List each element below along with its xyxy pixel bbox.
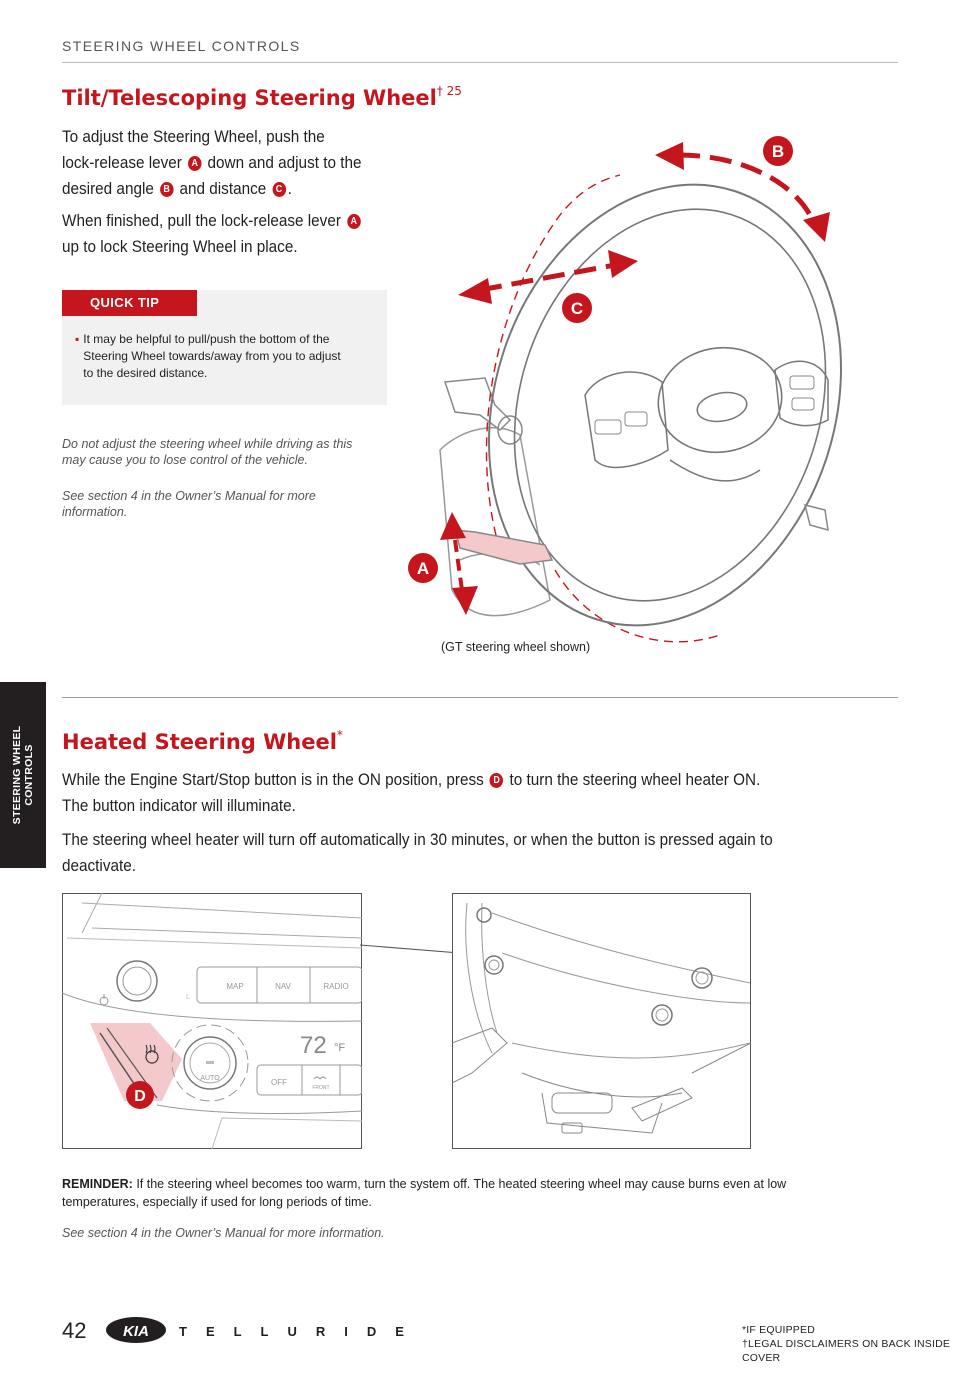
reminder-label: REMINDER: — [62, 1177, 133, 1191]
reminder: REMINDER: If the steering wheel becomes … — [62, 1177, 787, 1209]
illustration-caption: (GT steering wheel shown) — [441, 640, 591, 654]
tilt-title: Tilt/Telescoping Steering Wheel† 25 — [62, 84, 462, 110]
telluride-wordmark: TELLURIDE — [179, 1324, 423, 1339]
auto-label: AUTO — [200, 1075, 220, 1082]
off-button-label: OFF — [271, 1078, 287, 1087]
tilt-title-sup: † 25 — [436, 84, 462, 98]
heated-instructions: While the Engine Start/Stop button is in… — [62, 770, 773, 875]
tilt-title-text: Tilt/Telescoping Steering Wheel — [62, 86, 437, 110]
callout-b — [763, 136, 793, 166]
heated-title: Heated Steering Wheel* — [62, 728, 343, 754]
quick-tip-label: QUICK TIP — [62, 290, 197, 316]
brand-logo: KIA TELLURIDE — [106, 1317, 423, 1343]
heated-see-manual: See section 4 in the Owner’s Manual for … — [62, 1226, 385, 1240]
heated-steering-wheel-icon — [145, 1044, 159, 1064]
callout-d-label: D — [134, 1088, 146, 1105]
kia-logo-text: KIA — [123, 1323, 149, 1340]
quick-tip-text: ▪ It may be helpful to pull/push the bot… — [75, 332, 341, 380]
callout-a — [408, 553, 438, 583]
front-defrost-label: FRONT — [312, 1085, 329, 1091]
tilt-see-manual: See section 4 in the Owner’s Manual for … — [62, 489, 316, 519]
tilt-instructions: To adjust the Steering Wheel, push the l… — [62, 127, 362, 256]
badge-a-2: A — [347, 214, 361, 229]
footer-notes: *IF EQUIPPED †LEGAL DISCLAIMERS ON BACK … — [742, 1324, 951, 1364]
tilt-warning: Do not adjust the steering wheel while d… — [62, 437, 353, 467]
heated-title-sup: * — [336, 728, 343, 742]
kia-logo-icon — [106, 1317, 166, 1343]
section-header: STEERING WHEEL CONTROLS — [62, 38, 301, 54]
callout-a-label: A — [417, 559, 429, 578]
bullet-icon: ▪ — [75, 332, 80, 346]
dashboard-overview-illustration — [452, 893, 751, 1149]
nav-button-label: NAV — [275, 982, 292, 991]
badge-c: C — [272, 182, 286, 197]
section-divider — [62, 697, 898, 698]
badge-b: B — [159, 182, 174, 197]
badge-a: A — [187, 156, 202, 171]
header-rule — [62, 62, 898, 63]
l-mark: L — [186, 994, 190, 1001]
map-button-label: MAP — [226, 982, 243, 991]
defrost-icon — [313, 1076, 327, 1080]
heated-title-text: Heated Steering Wheel — [62, 730, 337, 754]
temperature-unit: °F — [334, 1042, 345, 1054]
side-tab-label: STEERING WHEEL CONTROLS — [11, 726, 35, 825]
callout-c — [562, 293, 592, 323]
side-tab-line1: STEERING WHEEL — [11, 725, 23, 825]
page-number: 42 — [62, 1318, 87, 1343]
callout-b-label: B — [772, 142, 784, 161]
side-tab: STEERING WHEEL CONTROLS — [0, 682, 46, 868]
badge-d: D — [489, 773, 504, 788]
side-tab-line2: CONTROLS — [23, 744, 35, 806]
climate-panel-illustration: MAP NAV RADIO L AUTO 72 °F OFF FRONT D — [62, 893, 362, 1149]
callout-c-label: C — [571, 299, 583, 318]
temperature-display: 72 — [300, 1032, 327, 1059]
callout-d — [126, 1081, 154, 1109]
steering-wheel-illustration: B C A — [408, 136, 842, 643]
radio-button-label: RADIO — [323, 982, 348, 991]
